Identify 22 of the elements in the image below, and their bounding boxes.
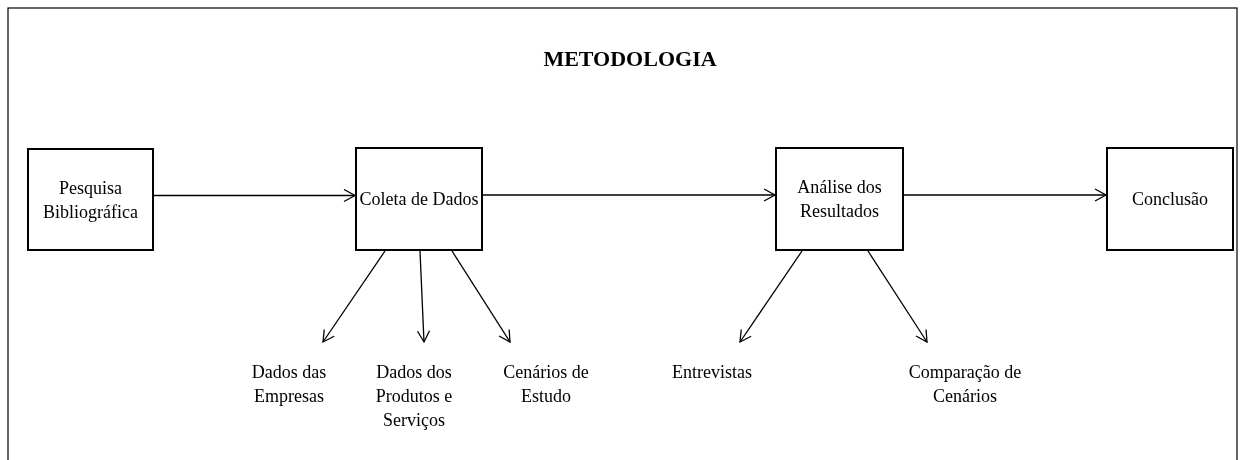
output-label: Cenários de Estudo <box>502 361 590 408</box>
arrow <box>867 250 928 343</box>
arrow <box>482 188 776 202</box>
output-label: Comparação de Cenários <box>907 361 1023 408</box>
arrow <box>322 250 386 343</box>
arrow <box>903 188 1107 202</box>
box-label: Coleta de Dados <box>359 188 479 211</box>
process-box <box>775 147 904 251</box>
arrow <box>416 250 431 343</box>
process-box <box>27 148 154 251</box>
box-label: Pesquisa Bibliográfica <box>42 176 139 224</box>
arrow <box>739 250 803 343</box>
arrow <box>153 188 356 203</box>
output-label: Dados das Empresas <box>250 361 328 408</box>
output-label: Dados dos Produtos e Serviços <box>374 361 454 432</box>
process-box <box>1106 147 1234 251</box>
arrow <box>451 250 511 343</box>
box-label: Conclusão <box>1132 188 1208 211</box>
process-box <box>355 147 483 251</box>
output-label: Entrevistas <box>672 361 752 384</box>
diagram-title: METODOLOGIA <box>542 46 718 72</box>
box-label: Análise dos Resultados <box>796 176 883 223</box>
